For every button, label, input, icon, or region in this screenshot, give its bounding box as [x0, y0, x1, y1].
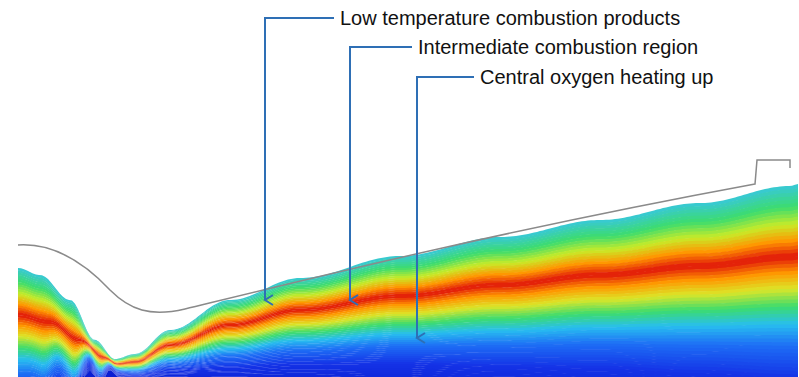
- contour-band: [18, 369, 798, 377]
- leader-line: [350, 47, 412, 300]
- callout-label: Central oxygen heating up: [480, 65, 714, 89]
- contour-band: [18, 335, 798, 377]
- contour-band: [18, 338, 798, 377]
- contour-band: [18, 362, 798, 377]
- contour-band: [18, 360, 798, 377]
- contour-band: [18, 370, 798, 377]
- contour-band: [18, 349, 798, 377]
- contour-band: [18, 341, 798, 377]
- contour-band: [18, 358, 798, 377]
- contour-band: [18, 367, 798, 377]
- contour-band: [18, 364, 798, 377]
- contour-band: [18, 354, 798, 377]
- contour-band: [18, 365, 798, 377]
- contour-bands: [18, 184, 798, 377]
- contour-band: [18, 370, 798, 377]
- contour-band: [18, 365, 798, 377]
- contour-band: [18, 347, 798, 377]
- contour-band: [18, 366, 798, 377]
- leader-line: [417, 77, 474, 338]
- contour-band: [18, 364, 798, 377]
- contour-band: [18, 344, 798, 377]
- contour-band: [18, 356, 798, 377]
- contour-band: [18, 368, 798, 377]
- contour-band: [18, 368, 798, 377]
- callout-label: Low temperature combustion products: [340, 6, 680, 30]
- contour-band: [18, 366, 798, 377]
- callout-label: Intermediate combustion region: [418, 35, 698, 59]
- contour-band: [18, 369, 798, 377]
- contour-band: [18, 367, 798, 377]
- leader-line: [265, 18, 334, 300]
- chamber-outline: [18, 160, 790, 312]
- contour-band: [18, 363, 798, 377]
- contour-band: [18, 352, 798, 377]
- contour-band: [18, 332, 798, 377]
